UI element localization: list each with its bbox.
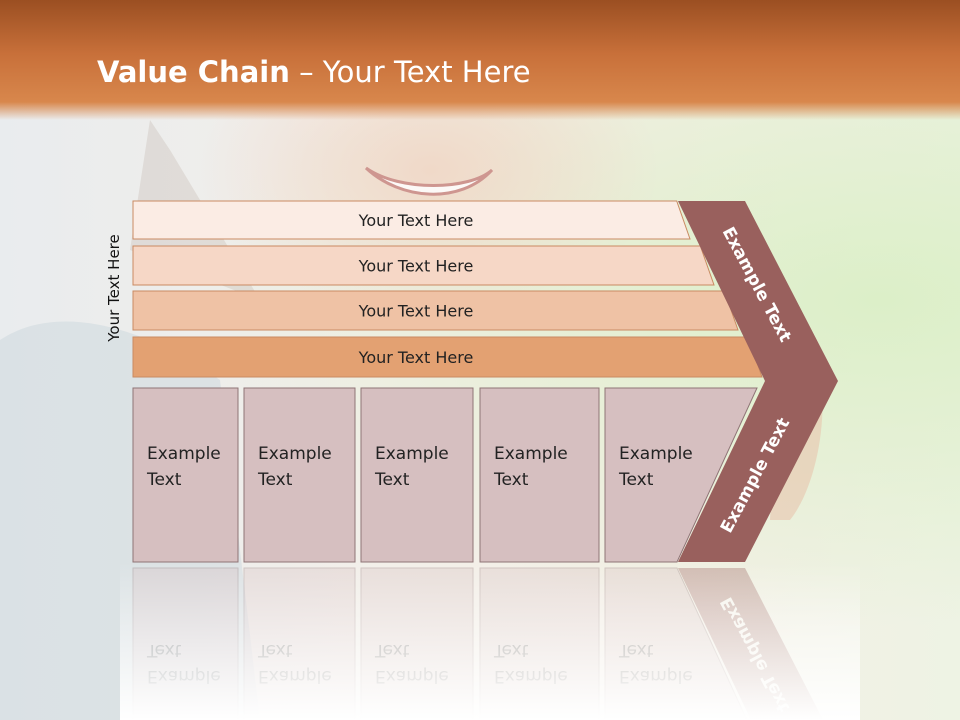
column-label-line2-3: Text (374, 470, 410, 490)
column-label-line1-5: Example (619, 444, 693, 464)
row-label-2: Your Text Here (358, 257, 474, 276)
column-label-line2-1: Text (146, 470, 182, 490)
row-label-3: Your Text Here (358, 302, 474, 321)
column-label-line1-4: Example (494, 444, 568, 464)
row-bar-4 (132, 336, 763, 378)
column-label-line1-1: Example (147, 444, 221, 464)
chevron-arrow (678, 201, 838, 562)
title-rest: – Your Text Here (289, 55, 531, 89)
row-bar-1 (132, 200, 691, 240)
column-label-line2-2: Text (257, 470, 293, 490)
reflection-fade (120, 562, 860, 720)
column-label-line1-3: Example (375, 444, 449, 464)
row-label-4: Your Text Here (358, 348, 474, 367)
row-bar-2 (132, 245, 715, 286)
column-label-line2-4: Text (493, 470, 529, 490)
column-label-line2-5: Text (618, 470, 654, 490)
row-label-1: Your Text Here (358, 211, 474, 230)
page-title: Value Chain – Your Text Here (97, 55, 531, 89)
row-bar-3 (132, 290, 739, 331)
title-bold: Value Chain (97, 55, 290, 89)
column-label-line1-2: Example (258, 444, 332, 464)
title-bar (0, 0, 960, 120)
